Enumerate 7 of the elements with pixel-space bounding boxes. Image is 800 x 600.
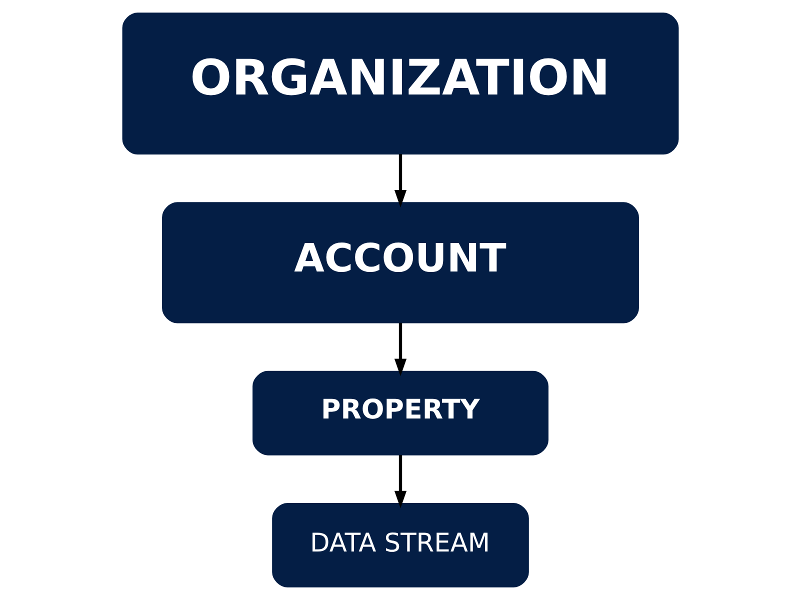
arrow (394, 455, 406, 508)
arrow (394, 322, 406, 376)
node-box: DATA STREAM (272, 503, 528, 588)
arrow (394, 154, 406, 208)
node-box: PROPERTY (252, 370, 548, 456)
node-box: ORGANIZATION (122, 12, 678, 154)
node-box: ACCOUNT (162, 202, 638, 324)
